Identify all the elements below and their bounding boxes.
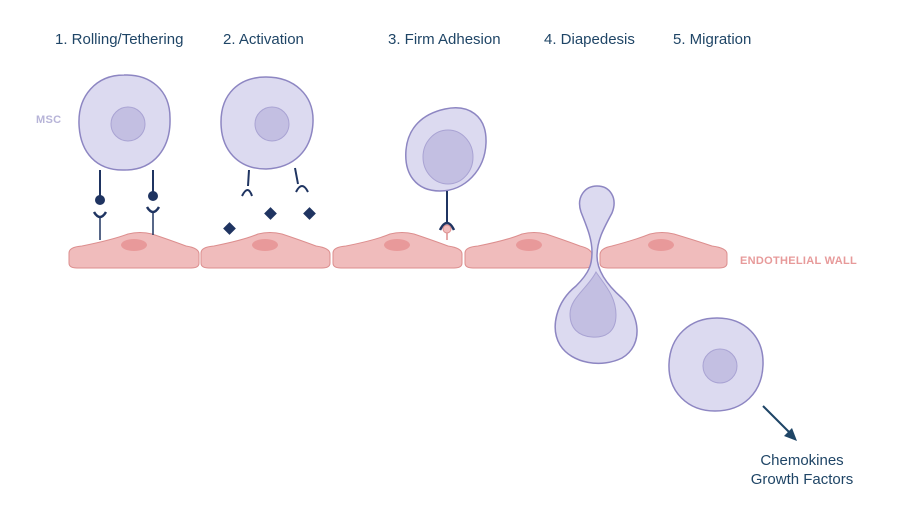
stage-label-rolling: 1. Rolling/Tethering [55, 31, 184, 48]
chemokine-diamond [223, 222, 236, 235]
endothelial-wall [68, 232, 728, 269]
ligand-head [148, 191, 158, 201]
stage-label-diapedesis: 4. Diapedesis [544, 31, 635, 48]
chemokine-diamond [303, 207, 316, 220]
stage-2-cell-group [220, 76, 316, 235]
endothelial-nucleus [384, 239, 410, 251]
migration-arrow-shaft [762, 405, 792, 435]
chemoattractant-caption: Chemokines Growth Factors [742, 451, 862, 489]
endothelial-nucleus [648, 239, 674, 251]
stage-1-cell-group [78, 74, 171, 240]
stage-label-activation: 2. Activation [223, 31, 304, 48]
msc-nucleus [702, 348, 738, 384]
integrin-receptor [241, 169, 253, 197]
caption-chemokines: Chemokines [760, 452, 844, 469]
stage-label-firm-adhesion: 3. Firm Adhesion [388, 31, 501, 48]
integrin-receptor [294, 167, 309, 193]
msc-nucleus [110, 106, 146, 142]
stage-5-cell-group [668, 317, 797, 441]
ligand-head [95, 195, 105, 205]
stage-3-cell-group [405, 107, 487, 240]
endothelial-nucleus [516, 239, 542, 251]
endothelial-nucleus [252, 239, 278, 251]
endothelial-wall-label: ENDOTHELIAL WALL [740, 255, 858, 267]
endothelial-nucleus [121, 239, 147, 251]
stage-label-migration: 5. Migration [673, 31, 752, 48]
selectin-receptor [92, 211, 108, 219]
msc-nucleus [569, 271, 617, 338]
caption-growth-factors: Growth Factors [750, 471, 854, 488]
adhesion-ligand [442, 224, 452, 234]
migration-arrow-head [784, 428, 797, 441]
adhesion-receptor [438, 221, 456, 231]
selectin-receptor [145, 206, 161, 214]
chemokine-diamond [264, 207, 277, 220]
msc-label: MSC [36, 114, 62, 126]
msc-nucleus [254, 106, 290, 142]
msc-nucleus [422, 129, 474, 185]
stage-4-cell-group [554, 185, 638, 365]
